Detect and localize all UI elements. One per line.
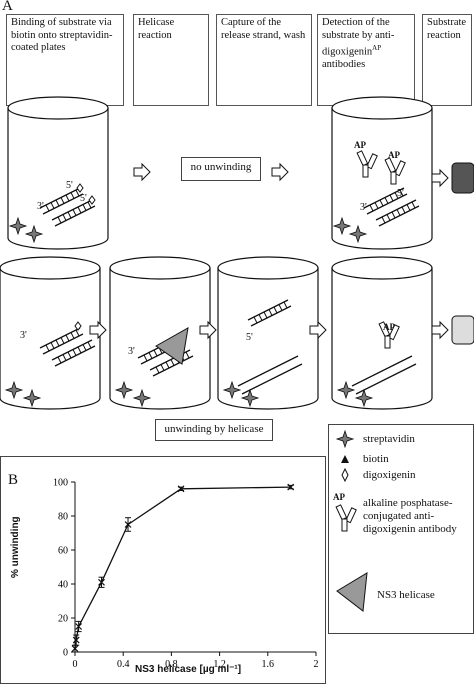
y-tick-label: 0	[63, 648, 68, 659]
chart-xlabel: NS3 helicase [µg ml⁻¹]	[135, 664, 242, 675]
strand-label-6: 3'	[20, 330, 27, 341]
arrow-row1-a	[133, 163, 151, 181]
ab-tag-3: AP	[383, 322, 395, 332]
data-point	[124, 521, 132, 528]
cylinder-row2-capture	[217, 256, 319, 410]
strand-label-1: 5'	[66, 180, 73, 191]
strand-label-4: 5'	[397, 188, 404, 199]
step-label-antibodies: antibodies	[322, 59, 366, 70]
biotin-icon	[341, 455, 349, 463]
streptavidin-icon	[335, 429, 355, 449]
x-tick-label: 2	[314, 659, 319, 670]
arrow-row2-c	[309, 321, 327, 339]
y-tick-label: 60	[58, 546, 68, 557]
legend-ab-tag: AP	[333, 492, 345, 502]
y-tick-label: 40	[58, 580, 68, 591]
arrow-row2-a	[89, 321, 107, 339]
result-light-box	[451, 315, 474, 345]
x-tick-label: 1.2	[213, 659, 226, 670]
step-box-substrate: Substrate reaction	[422, 14, 472, 106]
data-point	[75, 623, 83, 630]
ab-tag-2: AP	[388, 150, 400, 160]
cylinder-row2-helicase	[109, 256, 211, 410]
antibody-icon	[335, 504, 357, 532]
series-line	[74, 486, 291, 649]
strand-label-2: 5'	[80, 193, 87, 204]
unwinding-chart: 0 20 40 60 80 100 0 0.4 0.8 1.2 1.6 2	[53, 478, 319, 671]
legend-biotin: biotin	[363, 453, 389, 465]
chart-ylabel: % unwinding	[10, 516, 21, 578]
legend-streptavidin: streptavidin	[363, 433, 415, 445]
data-point	[98, 578, 105, 586]
cylinder-row1-detection	[331, 96, 433, 250]
x-tick-label: 0.8	[165, 659, 178, 670]
x-tick-label: 0	[73, 659, 78, 670]
step-box-binding: Binding of substrate via biotin onto str…	[6, 14, 124, 106]
result-dark-box	[451, 162, 474, 194]
cylinder-row2-detection	[331, 256, 433, 410]
digoxigenin-icon	[341, 467, 349, 483]
step-label-capture: Capture of the release strand, wash	[221, 17, 306, 41]
unwinding-by-helicase-label: unwinding by helicase	[155, 419, 273, 441]
y-tick-label: 20	[58, 614, 68, 625]
y-tick-label: 80	[58, 512, 68, 523]
panel-a-letter: A	[2, 0, 13, 14]
data-point	[71, 645, 79, 653]
strand-label-7: 3'	[128, 346, 135, 357]
helicase-icon	[336, 572, 368, 612]
arrow-row1-c	[431, 169, 449, 187]
schematic-diagram	[0, 96, 474, 410]
legend-box: streptavidin biotin digoxigenin AP alkal…	[328, 424, 474, 634]
step-label-helicase: Helicase reaction	[138, 17, 175, 41]
cylinder-row2-binding	[0, 256, 101, 410]
data-point	[177, 485, 185, 493]
strand-label-8: 5'	[246, 332, 253, 343]
legend-antibody: alkaline posphatase-conjugated anti-digo…	[363, 497, 457, 535]
arrow-row1-b	[271, 163, 289, 181]
no-unwinding-label: no unwinding	[181, 157, 261, 181]
data-point	[287, 483, 295, 491]
arrow-row2-b	[199, 321, 217, 339]
arrow-row2-d	[431, 321, 449, 339]
step-box-detection: Detection of the substrate by anti-digox…	[317, 14, 415, 106]
strand-label-5: 3'	[360, 202, 367, 213]
data-point	[72, 636, 80, 644]
strand-label-3: 3'	[37, 201, 44, 212]
ab-tag-1: AP	[354, 140, 366, 150]
step-label-substrate: Substrate reaction	[427, 17, 467, 41]
panel-b-letter: B	[8, 472, 19, 488]
x-tick-label: 0.4	[117, 659, 130, 670]
x-tick-label: 1.6	[262, 659, 275, 670]
step-label-detection: Detection of the substrate by anti-digox…	[322, 17, 395, 58]
y-tick-label: 100	[53, 478, 68, 489]
legend-helicase: NS3 helicase	[377, 589, 435, 601]
step-box-capture: Capture of the release strand, wash	[216, 14, 312, 106]
cylinder-row1-binding	[7, 96, 109, 250]
step-label-detection-sup: AP	[372, 44, 382, 52]
step-label-binding: Binding of substrate via biotin onto str…	[11, 17, 113, 53]
legend-symbols	[335, 429, 368, 612]
step-box-helicase: Helicase reaction	[133, 14, 209, 106]
legend-digoxigenin: digoxigenin	[363, 469, 416, 481]
